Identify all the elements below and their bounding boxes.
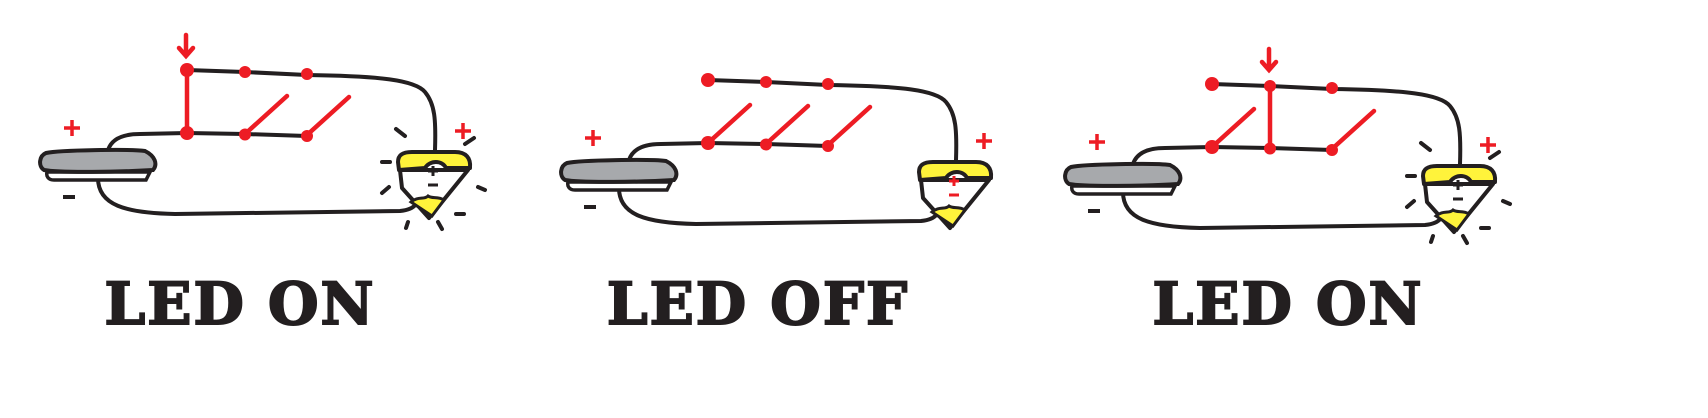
bottom-node — [822, 140, 834, 152]
bottom-wire — [106, 131, 309, 152]
top-node — [1264, 80, 1276, 92]
bottom-node — [1326, 144, 1338, 156]
top-node — [822, 78, 834, 90]
light-ray — [436, 220, 444, 231]
switch-open-2 — [242, 93, 290, 137]
return-wire — [617, 186, 939, 226]
top-node — [1326, 82, 1338, 94]
led-lower — [408, 194, 447, 219]
return-wire — [96, 176, 418, 216]
bottom-node — [239, 128, 251, 141]
led-cap — [396, 150, 473, 172]
switch-open-1 — [705, 102, 753, 146]
top-node — [1205, 77, 1219, 91]
battery-base — [1070, 184, 1178, 196]
light-ray — [463, 136, 476, 146]
panel-2 — [559, 73, 994, 230]
battery-plus-icon — [585, 130, 601, 146]
led-plus-icon — [1453, 180, 1463, 190]
panel-2-label: LED OFF — [606, 269, 910, 339]
light-ray — [1405, 199, 1416, 209]
arrow-down-icon — [1259, 46, 1279, 74]
panel-3-label: LED ON — [1151, 269, 1424, 339]
led-cap — [1421, 164, 1498, 186]
battery-plus-icon — [1089, 134, 1105, 150]
led-cap — [917, 160, 994, 182]
top-node — [760, 76, 772, 88]
top-node — [239, 66, 251, 78]
led-lower — [929, 204, 968, 229]
light-ray — [394, 127, 407, 138]
switch-open-1 — [1209, 106, 1257, 150]
top-node — [701, 73, 715, 87]
light-ray — [1461, 234, 1469, 245]
top-node — [180, 63, 194, 77]
bottom-node — [301, 130, 313, 142]
panel-1-label: LED ON — [103, 269, 376, 339]
light-ray — [380, 185, 391, 195]
light-ray — [404, 220, 410, 230]
top-node — [301, 68, 313, 80]
battery-icon — [1063, 161, 1183, 188]
panel-1 — [38, 32, 487, 231]
battery-icon — [38, 147, 158, 174]
light-ray — [476, 185, 487, 192]
led-plus-sign-icon — [1480, 137, 1496, 153]
battery-plus-icon — [64, 120, 80, 136]
switch-open-3 — [304, 94, 352, 138]
led-plus-icon — [428, 166, 438, 176]
arrow-down-icon — [176, 32, 196, 60]
led-plus-sign-icon — [455, 123, 471, 139]
led-plus-icon — [949, 176, 959, 186]
return-wire — [1121, 190, 1443, 230]
bottom-node — [1264, 142, 1276, 155]
light-ray — [1488, 150, 1501, 160]
bottom-node — [1205, 140, 1219, 154]
battery-base — [566, 180, 674, 192]
battery-icon — [559, 157, 679, 184]
bottom-node — [760, 138, 772, 151]
led-plus-sign-icon — [976, 133, 992, 149]
bottom-wire — [627, 141, 830, 162]
switch-open-3 — [825, 104, 873, 148]
light-ray — [1419, 141, 1432, 152]
battery-base — [45, 170, 153, 182]
switch-open-3 — [1329, 108, 1377, 152]
top-wire — [706, 78, 959, 162]
light-ray — [1429, 234, 1435, 244]
led-lower — [1433, 208, 1472, 233]
bottom-wire — [1131, 145, 1334, 166]
switch-open-2 — [763, 103, 811, 147]
bottom-node — [701, 136, 715, 150]
top-wire — [185, 68, 438, 152]
bottom-node — [180, 126, 194, 140]
panel-3 — [1063, 46, 1512, 245]
top-wire — [1210, 82, 1463, 166]
light-ray — [1501, 199, 1512, 206]
